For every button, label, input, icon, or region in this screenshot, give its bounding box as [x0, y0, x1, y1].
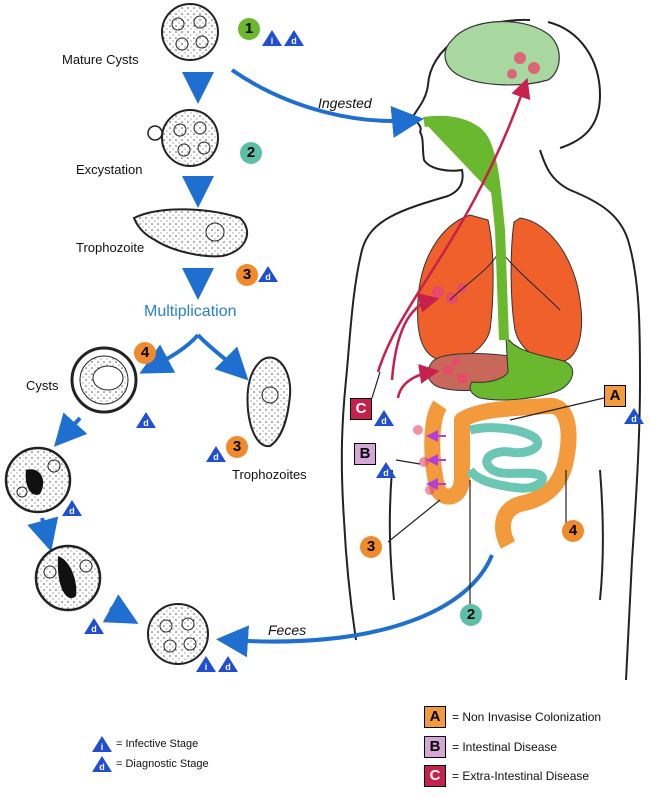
feces-label: Feces: [268, 622, 307, 638]
svg-text:d: d: [143, 418, 149, 428]
excystation-label: Excystation: [76, 162, 143, 177]
body-step-3-badge: 3: [360, 536, 382, 558]
svg-text:d: d: [213, 452, 219, 462]
trophozoite-cell: [132, 208, 249, 258]
legend-diagnostic-marker: d: [92, 756, 112, 772]
trophozoites-label: Trophozoites: [232, 467, 307, 482]
body-step-2-badge: 2: [460, 604, 482, 626]
legend-a-box: A: [424, 706, 446, 728]
svg-text:d: d: [381, 416, 387, 426]
brain-shape: [444, 20, 560, 86]
trophozoites-cell: [246, 356, 292, 448]
legend-c-text: = Extra-Intestinal Disease: [452, 769, 590, 783]
diagnostic-marker-c: d: [374, 410, 394, 426]
lifecycle-arrows: [27, 68, 494, 658]
diagnostic-marker-troph: d: [206, 446, 226, 462]
svg-text:d: d: [225, 662, 231, 672]
svg-text:d: d: [631, 414, 637, 424]
legend-a-text: = Non Invasise Colonization: [452, 710, 602, 724]
body-label-a: A: [604, 385, 626, 407]
step-3-badge: 3: [236, 264, 258, 286]
multiplication-label: Multiplication: [144, 303, 237, 320]
diagnostic-marker-feces: d: [218, 656, 238, 672]
excystation-cell: [147, 109, 219, 167]
diagnostic-marker-b: d: [376, 462, 396, 478]
liver-lesions: [443, 358, 467, 383]
chromatoid-cyst-cell: [34, 544, 102, 612]
cysts-label: Cysts: [26, 378, 59, 393]
legend-c-box: C: [424, 765, 446, 787]
diagnostic-marker-cysts: d: [136, 412, 156, 428]
dissemination-arrows: [376, 77, 531, 399]
body-label-c: C: [350, 398, 372, 420]
diagnostic-marker-dividing: d: [62, 500, 82, 516]
mature-cyst-cell: [161, 3, 219, 61]
mature-cysts-label: Mature Cysts: [62, 52, 139, 67]
infective-marker-feces: i: [196, 656, 216, 672]
step-1-badge: 1: [238, 18, 260, 40]
svg-text:i: i: [101, 742, 104, 752]
diagnostic-marker-1: d: [284, 30, 304, 46]
step-4-badge: 4: [134, 342, 156, 364]
brain-lesions: [507, 52, 540, 79]
diagnostic-marker-a: d: [624, 408, 644, 424]
diagnostic-marker-3: d: [258, 266, 278, 282]
svg-text:i: i: [271, 36, 274, 46]
human-body-outline: [340, 18, 642, 681]
svg-text:d: d: [291, 36, 297, 46]
right-lung: [510, 217, 583, 363]
body-label-b: B: [354, 443, 376, 465]
legend-infective-text: = Infective Stage: [116, 738, 199, 750]
svg-text:i: i: [205, 662, 208, 672]
trophozoite-label: Trophozoite: [76, 240, 145, 255]
svg-text:d: d: [265, 272, 271, 282]
stage-markers: i d d d d d d i d d d d i d: [62, 30, 644, 772]
cyst-cell: [70, 346, 138, 414]
dividing-cyst-cell: [4, 446, 72, 514]
legend-diagnostic-text: = Diagnostic Stage: [116, 758, 209, 770]
svg-text:d: d: [99, 762, 105, 772]
legend-b-box: B: [424, 736, 446, 758]
step-2-badge: 2: [240, 142, 262, 164]
legend-b-text: = Intestinal Disease: [452, 740, 558, 754]
left-lung: [417, 214, 494, 362]
svg-text:d: d: [69, 506, 75, 516]
diagnostic-marker-chromatoid: d: [84, 618, 104, 634]
body-step-4-badge: 4: [562, 520, 584, 542]
legend-infective-marker: i: [92, 736, 112, 752]
svg-text:d: d: [91, 624, 97, 634]
small-intestine: [466, 423, 547, 493]
infective-marker-1: i: [262, 30, 282, 46]
svg-text:d: d: [383, 468, 389, 478]
ingested-label: Ingested: [318, 95, 372, 111]
invasion-arrows: [426, 430, 446, 490]
step-3-trophozoites-badge: 3: [226, 436, 248, 458]
passed-cyst-cell: [147, 603, 209, 665]
